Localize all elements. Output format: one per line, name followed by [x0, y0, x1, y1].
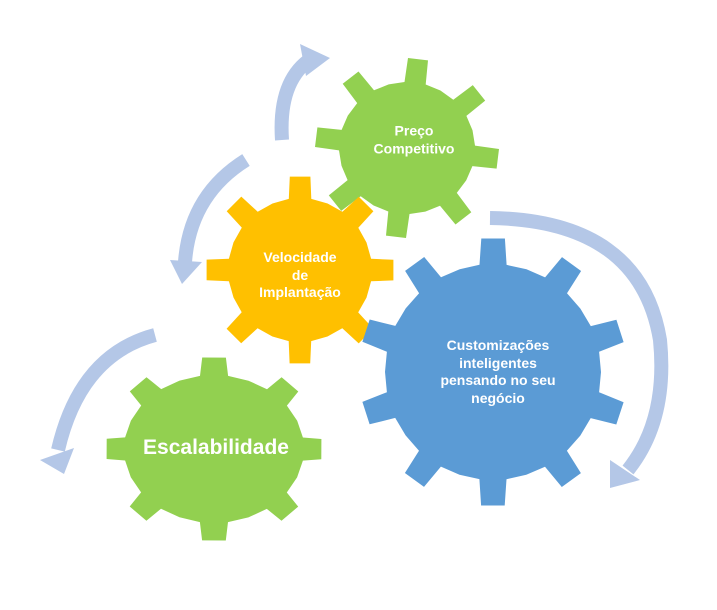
label-line: Velocidade — [263, 248, 337, 265]
gear-escalabilidade — [106, 357, 322, 541]
cycle-arrow-right — [489, 211, 669, 475]
gear-preco-competitivo — [315, 58, 499, 238]
gear-label-preco: Preço Competitivo — [374, 123, 455, 158]
gear-label-escalabilidade: Escalabilidade — [143, 435, 289, 461]
gear-label-customizacoes: Customizações inteligentes pensando no s… — [440, 337, 555, 407]
label-line: Escalabilidade — [143, 435, 289, 459]
cycle-arrow-lower-left — [51, 328, 157, 452]
label-line: inteligentes — [459, 354, 537, 371]
gear-velocidade-implantacao — [206, 176, 394, 364]
arrowhead-lower-left — [40, 448, 74, 474]
arrowhead-right — [610, 460, 640, 488]
gear-label-velocidade: Velocidade de Implantação — [259, 249, 341, 302]
label-line: Implantação — [259, 283, 341, 300]
gear-customizacoes — [362, 238, 624, 506]
label-line: Customizações — [446, 337, 550, 353]
arrowhead-upper-left — [170, 260, 202, 284]
label-line: Competitivo — [373, 140, 455, 156]
label-line: negócio — [471, 389, 525, 406]
arrowhead-top — [300, 44, 330, 76]
label-line: pensando no seu — [440, 372, 556, 388]
label-line: Preço — [394, 122, 434, 139]
label-line: de — [291, 266, 309, 283]
cycle-arrow-upper-left — [178, 154, 250, 263]
